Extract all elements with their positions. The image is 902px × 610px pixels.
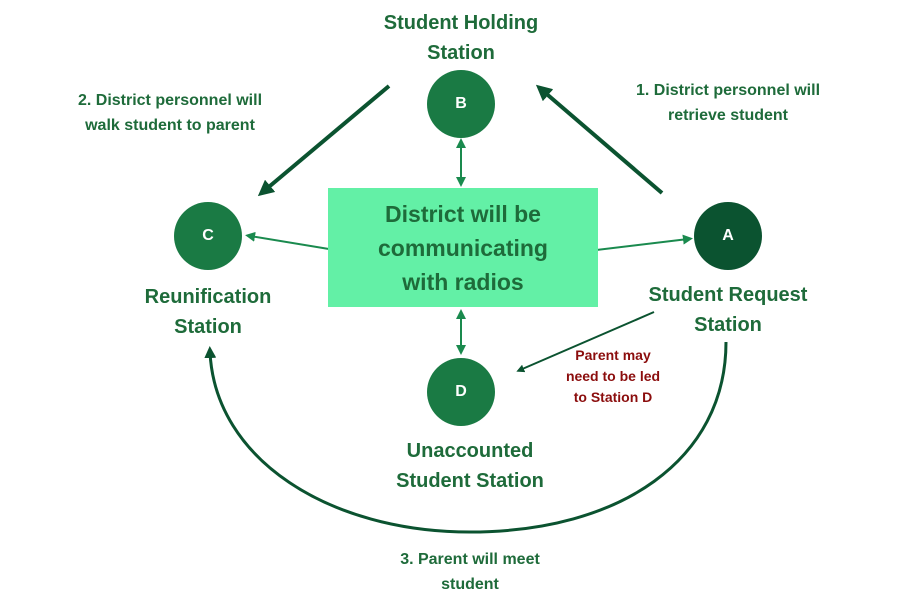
- step-1-label: 1. District personnel will retrieve stud…: [635, 82, 821, 124]
- node-b-letter: B: [455, 95, 467, 112]
- center-line-3: with radios: [402, 268, 524, 295]
- center-line-1: District will be: [385, 200, 541, 227]
- node-c: C: [174, 202, 242, 270]
- center-line-2: communicating: [378, 234, 548, 261]
- node-a: A: [694, 202, 762, 270]
- arrow-center-c: [245, 231, 346, 256]
- node-b: B: [427, 70, 495, 138]
- node-c-label: Reunification Station: [144, 286, 272, 338]
- node-d-letter: D: [455, 383, 467, 400]
- radio-communication-box: District will be communicating with radi…: [328, 188, 598, 307]
- station-d-note: Parent may need to be led to Station D: [565, 347, 661, 405]
- step-3-label: 3. Parent will meet student: [400, 551, 540, 593]
- arrow-center-a: [583, 234, 693, 256]
- arrow-b-to-c: [257, 84, 391, 197]
- node-c-letter: C: [202, 227, 214, 244]
- step-2-label: 2. District personnel will walk student …: [77, 92, 263, 134]
- arrow-a-to-c-curve: [204, 341, 728, 534]
- arrow-a-to-d: [516, 311, 655, 373]
- node-a-letter: A: [722, 227, 734, 244]
- arrow-a-to-b: [535, 84, 664, 195]
- node-b-label: Student Holding Station: [383, 12, 539, 64]
- node-a-label: Student Request Station: [648, 284, 808, 336]
- node-d: D: [427, 358, 495, 426]
- node-d-label: Unaccounted Student Station: [396, 440, 544, 492]
